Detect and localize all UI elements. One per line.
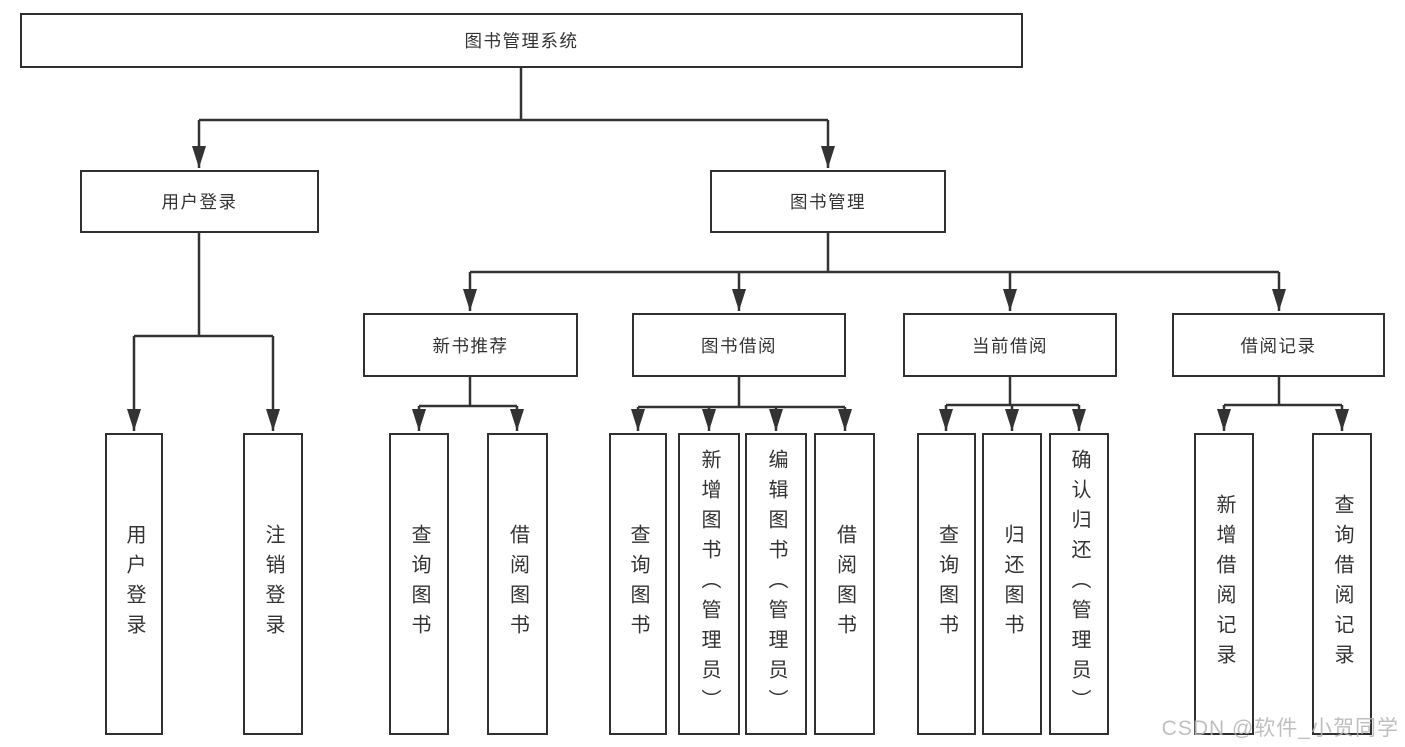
node-book-borrowing: 图书借阅 bbox=[632, 313, 846, 377]
node-label: 用户登录 bbox=[161, 192, 238, 212]
node-label: 查询借阅记录 bbox=[1331, 494, 1353, 674]
node-label: 图书借阅 bbox=[701, 335, 777, 356]
leaf-add-book-admin: 新增图书（管理员） bbox=[678, 433, 740, 735]
node-label: 图书管理系统 bbox=[464, 31, 579, 51]
leaf-user-login: 用户登录 bbox=[105, 433, 163, 735]
node-user-login: 用户登录 bbox=[80, 170, 319, 233]
leaf-query-books-borrowing: 查询图书 bbox=[609, 433, 667, 735]
node-label: 新增借阅记录 bbox=[1213, 494, 1235, 674]
leaf-edit-book-admin: 编辑图书（管理员） bbox=[745, 433, 807, 735]
node-new-book-recommendation: 新书推荐 bbox=[363, 313, 578, 377]
node-label: 查询图书 bbox=[408, 524, 430, 644]
node-label: 图书管理 bbox=[790, 192, 866, 212]
node-label: 编辑图书（管理员） bbox=[765, 449, 787, 719]
node-label: 查询图书 bbox=[935, 524, 958, 644]
node-label: 新书推荐 bbox=[432, 335, 509, 356]
node-label: 确认归还（管理员） bbox=[1068, 449, 1090, 719]
node-label: 归还图书 bbox=[1001, 524, 1023, 644]
leaf-query-books-current: 查询图书 bbox=[917, 433, 976, 735]
leaf-borrow-books-recommend: 借阅图书 bbox=[487, 433, 548, 735]
node-borrowing-records: 借阅记录 bbox=[1172, 313, 1385, 377]
leaf-confirm-return-admin: 确认归还（管理员） bbox=[1049, 433, 1109, 735]
csdn-watermark: CSDN @软件_小贺同学 bbox=[1161, 717, 1399, 740]
leaf-query-borrow-record: 查询借阅记录 bbox=[1312, 433, 1372, 735]
node-current-borrowing: 当前借阅 bbox=[903, 313, 1117, 377]
node-label: 借阅图书 bbox=[833, 524, 856, 644]
node-label: 注销登录 bbox=[262, 524, 284, 644]
node-label: 查询图书 bbox=[627, 524, 649, 644]
node-book-management: 图书管理 bbox=[710, 170, 946, 233]
node-label: 借阅记录 bbox=[1240, 335, 1317, 356]
node-library-management-system: 图书管理系统 bbox=[20, 13, 1023, 68]
node-label: 当前借阅 bbox=[972, 335, 1048, 356]
node-label: 借阅图书 bbox=[506, 524, 529, 644]
leaf-query-books-recommend: 查询图书 bbox=[389, 433, 449, 735]
node-label: 用户登录 bbox=[123, 524, 145, 644]
leaf-add-borrow-record: 新增借阅记录 bbox=[1194, 433, 1254, 735]
leaf-borrow-books-borrowing: 借阅图书 bbox=[814, 433, 875, 735]
leaf-logout: 注销登录 bbox=[243, 433, 303, 735]
node-label: 新增图书（管理员） bbox=[698, 449, 720, 719]
leaf-return-books: 归还图书 bbox=[982, 433, 1042, 735]
